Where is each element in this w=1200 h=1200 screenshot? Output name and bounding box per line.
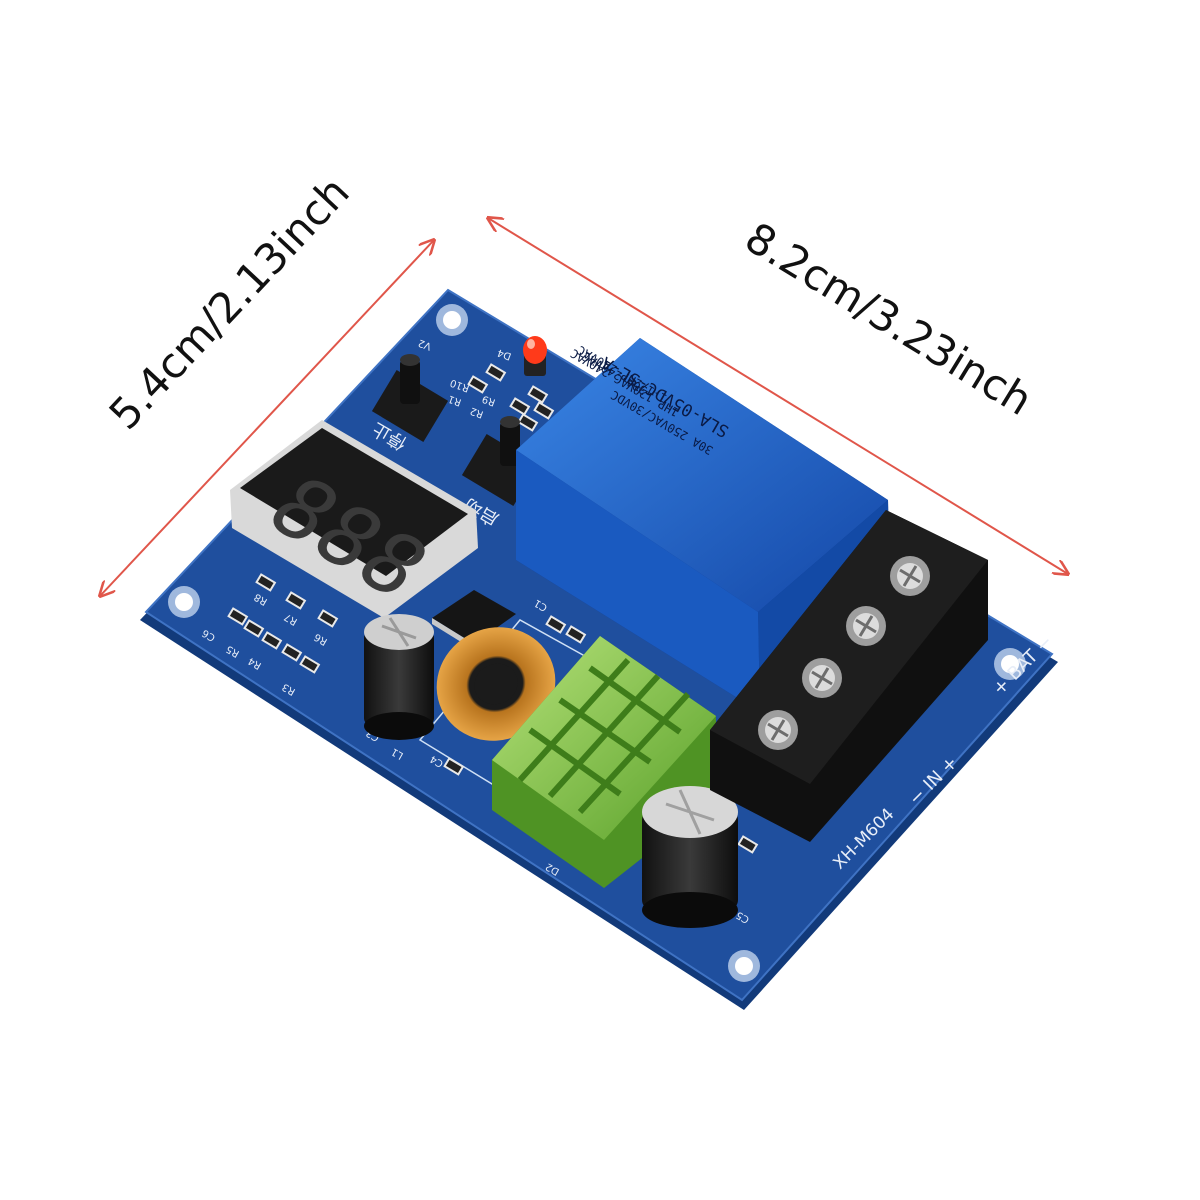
label-d4: D4 [496,346,513,361]
label-v2: V2 [417,337,433,352]
stop-button[interactable] [371,354,449,443]
mounting-hole [728,950,760,982]
capacitor-c5 [642,786,738,928]
label-r2: R2 [469,405,485,420]
width-dimension-arrow [488,218,1068,574]
label-l1: L1 [390,745,406,760]
mounting-hole [994,648,1026,680]
relay: SLA-05VDC-SL-A 30A 250VAC/30VDC 1HP 120V… [516,338,890,712]
screw-terminal [846,606,886,646]
mounting-hole [168,586,200,618]
label-r1: R1 [447,393,463,408]
width-dimension-label: 8.2cm/3.23inch [737,213,1041,425]
screw-terminal [802,658,842,698]
screw-terminal [890,556,930,596]
screw-terminal [758,710,798,750]
label-r9: R9 [481,393,497,408]
height-dimension-arrow [100,240,434,596]
red-led [523,336,547,376]
height-dimension-label: 5.4cm/2.13inch [100,167,359,439]
mounting-hole [436,304,468,336]
smd-resistors [227,363,759,854]
terminal-block [710,510,988,842]
toroid-inductor [436,627,556,741]
capacitor-c3 [364,614,434,740]
